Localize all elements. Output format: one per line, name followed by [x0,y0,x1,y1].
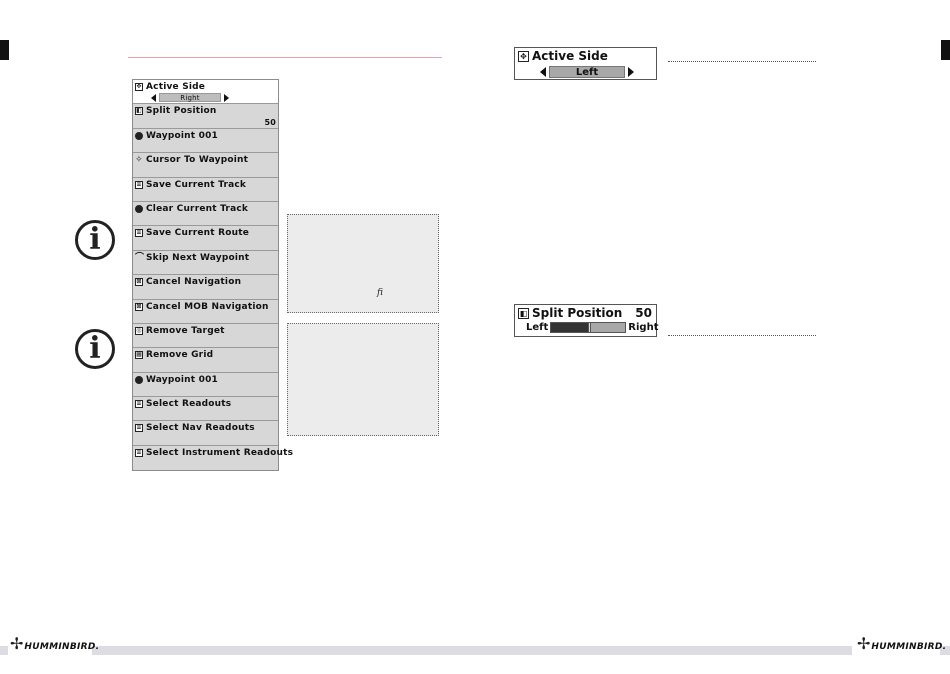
arrow-right-icon[interactable] [628,67,634,77]
menu-item-cursor-to-waypoint[interactable]: ✧Cursor To Waypoint [133,153,278,178]
brand-text: HUMMINBIRD. [871,642,947,652]
active-side-icon: ✥ [518,50,529,62]
menu-item-label: Select Instrument Readouts [146,447,294,458]
brand-logo-right: ✢ HUMMINBIRD. [857,634,947,653]
active-side-icon: ✥ [135,83,143,91]
menu-item-skip-next-waypoint[interactable]: ⌒Skip Next Waypoint [133,250,278,276]
note-box: fi [287,214,439,313]
split-position-value: 50 [635,306,652,320]
readouts-icon: ≡ [135,400,143,409]
active-side-box[interactable]: ✥Active Side Left [514,47,657,80]
menu-item-select-nav-readouts[interactable]: ≡Select Nav Readouts [133,421,278,446]
callout-line [668,61,816,62]
menu-item-clear-current-track[interactable]: Clear Current Track [133,201,278,227]
clear-track-icon [135,204,143,213]
menu-item-split-position[interactable]: ◧Split Position 50 [133,104,278,129]
menu-item-label: Save Current Route [146,228,250,239]
menu-item-label: Remove Target [146,325,225,336]
nav-readouts-icon: ≡ [135,424,143,433]
footer-bar [0,646,8,655]
menu-item-label: Split Position [146,106,217,117]
arrow-left-icon[interactable] [540,67,546,77]
header-rule [128,57,442,58]
note-box [287,323,439,436]
slider-handle[interactable] [588,322,592,333]
menu-item-label: Remove Grid [146,350,214,361]
info-icon: i [75,329,115,369]
waypoint-icon [135,375,143,384]
slider-fill [551,323,589,332]
split-position-title: Split Position [532,306,623,320]
slider-right-label: Right [628,322,659,333]
footer-bar [940,646,950,655]
slider-left-label: Left [526,322,549,333]
menu-item-cancel-mob-navigation[interactable]: ⊠Cancel MOB Navigation [133,299,278,324]
page-tab-left [0,40,9,60]
split-position-icon: ◧ [518,307,529,319]
footer-bar [92,646,852,655]
save-track-icon: ≡ [135,180,143,189]
brand-text: HUMMINBIRD. [24,642,100,652]
split-position-value: 50 [264,117,276,127]
menu-item-save-current-route[interactable]: ≡Save Current Route [133,226,278,251]
instrument-readouts-icon: ≡ [135,448,143,457]
active-side-selector[interactable]: Left [540,66,634,78]
info-icon: i [75,220,115,260]
menu-item-label: Save Current Track [146,179,247,190]
active-side-option: Left [549,66,625,78]
menu-item-waypoint[interactable]: Waypoint 001 [133,128,278,154]
waypoint-icon [135,131,143,140]
note-glyph: fi [377,288,384,298]
menu-item-label: Select Nav Readouts [146,423,255,434]
menu-item-label: Waypoint 001 [146,130,219,141]
menu-item-label: Active Side [146,82,206,92]
remove-grid-icon: ▦ [135,351,143,360]
brand-logo-left: ✢ HUMMINBIRD. [10,634,100,653]
menu-item-cancel-navigation[interactable]: ⊠Cancel Navigation [133,275,278,300]
split-position-icon: ◧ [135,107,143,116]
split-position-slider[interactable] [550,322,627,333]
menu-item-save-current-track[interactable]: ≡Save Current Track [133,177,278,202]
menu-item-active-side[interactable]: ✥Active Side Right [133,80,278,105]
hummingbird-icon: ✢ [10,634,24,653]
active-side-title: Active Side [532,49,608,63]
callout-line [668,335,816,336]
arrow-left-icon[interactable] [151,93,156,102]
menu-item-label: Select Readouts [146,399,232,410]
menu-item-remove-target[interactable]: ◎Remove Target [133,323,278,349]
cancel-mob-icon: ⊠ [135,302,143,311]
cancel-navigation-icon: ⊠ [135,278,143,287]
arrow-right-icon[interactable] [224,93,229,102]
split-position-slider-row: Left Right [526,322,658,333]
active-side-selector[interactable]: Right [151,93,229,103]
split-position-box[interactable]: ◧Split Position 50 Left Right [514,304,658,337]
skip-waypoint-icon: ⌒ [135,252,145,263]
menu-item-label: Cancel MOB Navigation [146,301,269,312]
menu-item-label: Clear Current Track [146,203,249,214]
menu-item-waypoint-2[interactable]: Waypoint 001 [133,372,278,398]
hummingbird-icon: ✢ [857,634,871,653]
menu-item-label: Waypoint 001 [146,374,219,385]
remove-target-icon: ◎ [135,326,143,335]
menu-item-remove-grid[interactable]: ▦Remove Grid [133,348,278,373]
cursor-icon: ✧ [135,155,143,166]
x-press-menu: ✥Active Side Right ◧Split Position 50 Wa… [132,79,293,472]
menu-item-label: Cursor To Waypoint [146,155,249,166]
menu-item-select-instrument-readouts[interactable]: ≡Select Instrument Readouts [133,445,293,471]
page-tab-right [941,40,950,60]
menu-item-label: Cancel Navigation [146,277,242,288]
menu-item-label: Skip Next Waypoint [146,252,250,263]
active-side-option: Right [159,93,221,103]
save-route-icon: ≡ [135,229,143,238]
menu-item-select-readouts[interactable]: ≡Select Readouts [133,397,278,422]
